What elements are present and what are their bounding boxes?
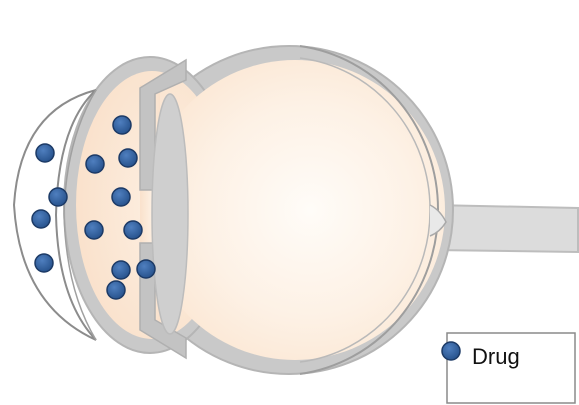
drug-particle xyxy=(107,281,125,299)
drug-particle xyxy=(112,188,130,206)
drug-particle xyxy=(49,188,67,206)
drug-particle xyxy=(32,210,50,228)
legend-label: Drug xyxy=(472,344,520,369)
vitreous-body xyxy=(145,60,445,360)
legend: Drug xyxy=(442,333,575,403)
drug-particle xyxy=(36,144,54,162)
drug-particle xyxy=(86,155,104,173)
drug-particle xyxy=(113,116,131,134)
drug-particle xyxy=(112,261,130,279)
drug-particle xyxy=(35,254,53,272)
legend-drug-swatch xyxy=(442,342,460,360)
drug-particle xyxy=(137,260,155,278)
lens xyxy=(152,94,188,334)
drug-particle xyxy=(124,221,142,239)
drug-particle xyxy=(85,221,103,239)
drug-particle xyxy=(119,149,137,167)
